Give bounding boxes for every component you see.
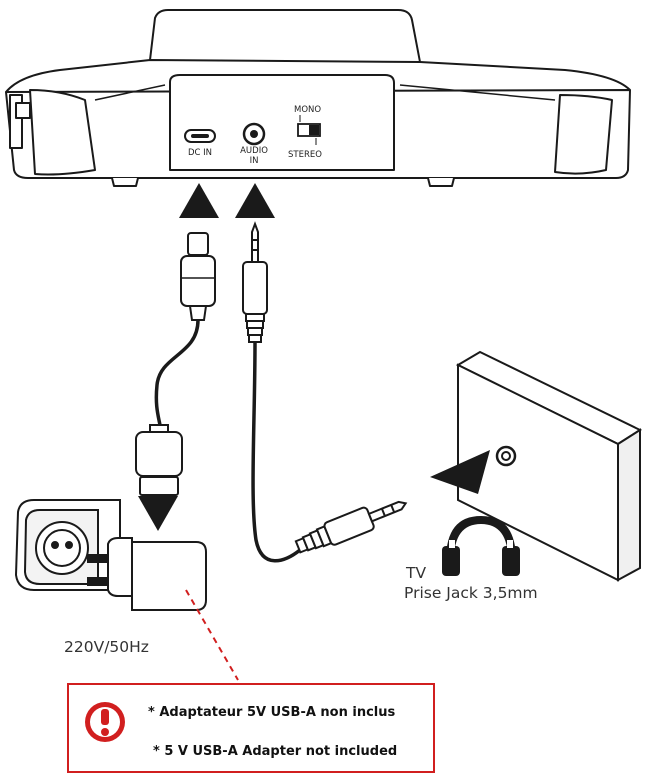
arrow-up-audio-icon [235,183,275,218]
arrow-down-usb-icon [138,496,178,531]
headphones-icon [442,516,520,576]
usb-c-cable [135,232,216,496]
arrow-up-dc-icon [179,183,219,218]
warning-border [67,683,435,773]
warning-text-fr: * Adaptateur 5V USB-A non inclus [148,705,396,720]
jack-label: Prise Jack 3,5mm [404,584,538,602]
arrow-to-tv-jack-icon [430,450,490,494]
tv-panel [455,350,643,582]
dc-in-label: DC IN [188,148,212,158]
audio-in-label-1: AUDIO [240,146,268,156]
voltage-label: 220V/50Hz [64,638,149,656]
exclamation-circle-icon [85,702,125,742]
audio-jack-cable [242,221,408,563]
mono-label: MONO [294,105,321,115]
warning-box: * Adaptateur 5V USB-A non inclus * 5 V U… [67,683,435,773]
tv-label: TV [405,564,426,582]
audio-in-label-2: IN [250,156,259,166]
warning-text-en: * 5 V USB-A Adapter not included [153,744,397,759]
wall-socket [14,499,121,591]
dc-in-port [184,129,216,143]
warning-leader-line [185,589,239,681]
audio-in-port [242,122,266,146]
mono-stereo-switch [297,123,321,137]
stereo-label: STEREO [288,150,322,160]
